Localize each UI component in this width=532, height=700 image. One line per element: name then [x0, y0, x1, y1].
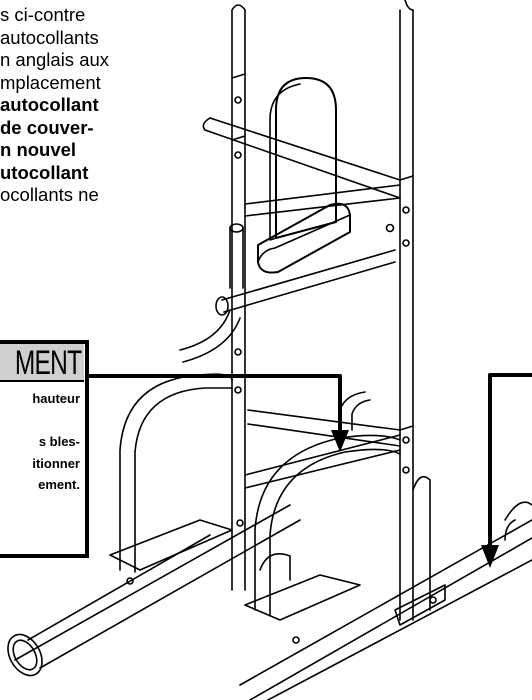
instruction-line: mplacement [0, 71, 101, 93]
warning-label: MENT hauteur s bles- itionner ement. [0, 340, 89, 558]
instruction-line-bold: n nouvel [0, 139, 77, 160]
warning-title: MENT [14, 344, 82, 382]
bolts [234, 96, 410, 474]
instruction-line: autocollants [0, 26, 99, 48]
warning-line: hauteur [32, 391, 80, 406]
left-upright [231, 4, 246, 591]
warning-line: s bles- [38, 434, 80, 449]
arm-pads [257, 202, 351, 274]
lower-frame [119, 373, 431, 616]
back-pad [269, 77, 337, 241]
warning-line: itionner [32, 455, 80, 471]
warning-text: hauteur s bles- itionner ement. [0, 388, 80, 496]
callout-arrows [87, 373, 532, 550]
base-rails [7, 504, 532, 700]
foot-plates [109, 519, 446, 644]
right-upright [399, 0, 414, 621]
instruction-line-bold: autocollant [0, 94, 99, 115]
instruction-text: s ci-contre autocollants n anglais aux m… [0, 4, 200, 207]
instruction-line-bold: utocollant [0, 161, 89, 183]
dip-handle [179, 223, 396, 363]
instruction-line-bold: de couver- [0, 116, 94, 138]
instruction-line: n anglais aux [0, 49, 110, 70]
instruction-line: s ci-contre [0, 4, 86, 25]
side-hooks [259, 501, 532, 581]
warning-line: ement. [38, 477, 80, 492]
cross-bars [202, 117, 401, 217]
arrow-heads [331, 430, 499, 568]
warning-header: MENT [0, 344, 84, 382]
instruction-line: ocollants ne [0, 184, 99, 205]
warning-line-blank [0, 410, 80, 432]
